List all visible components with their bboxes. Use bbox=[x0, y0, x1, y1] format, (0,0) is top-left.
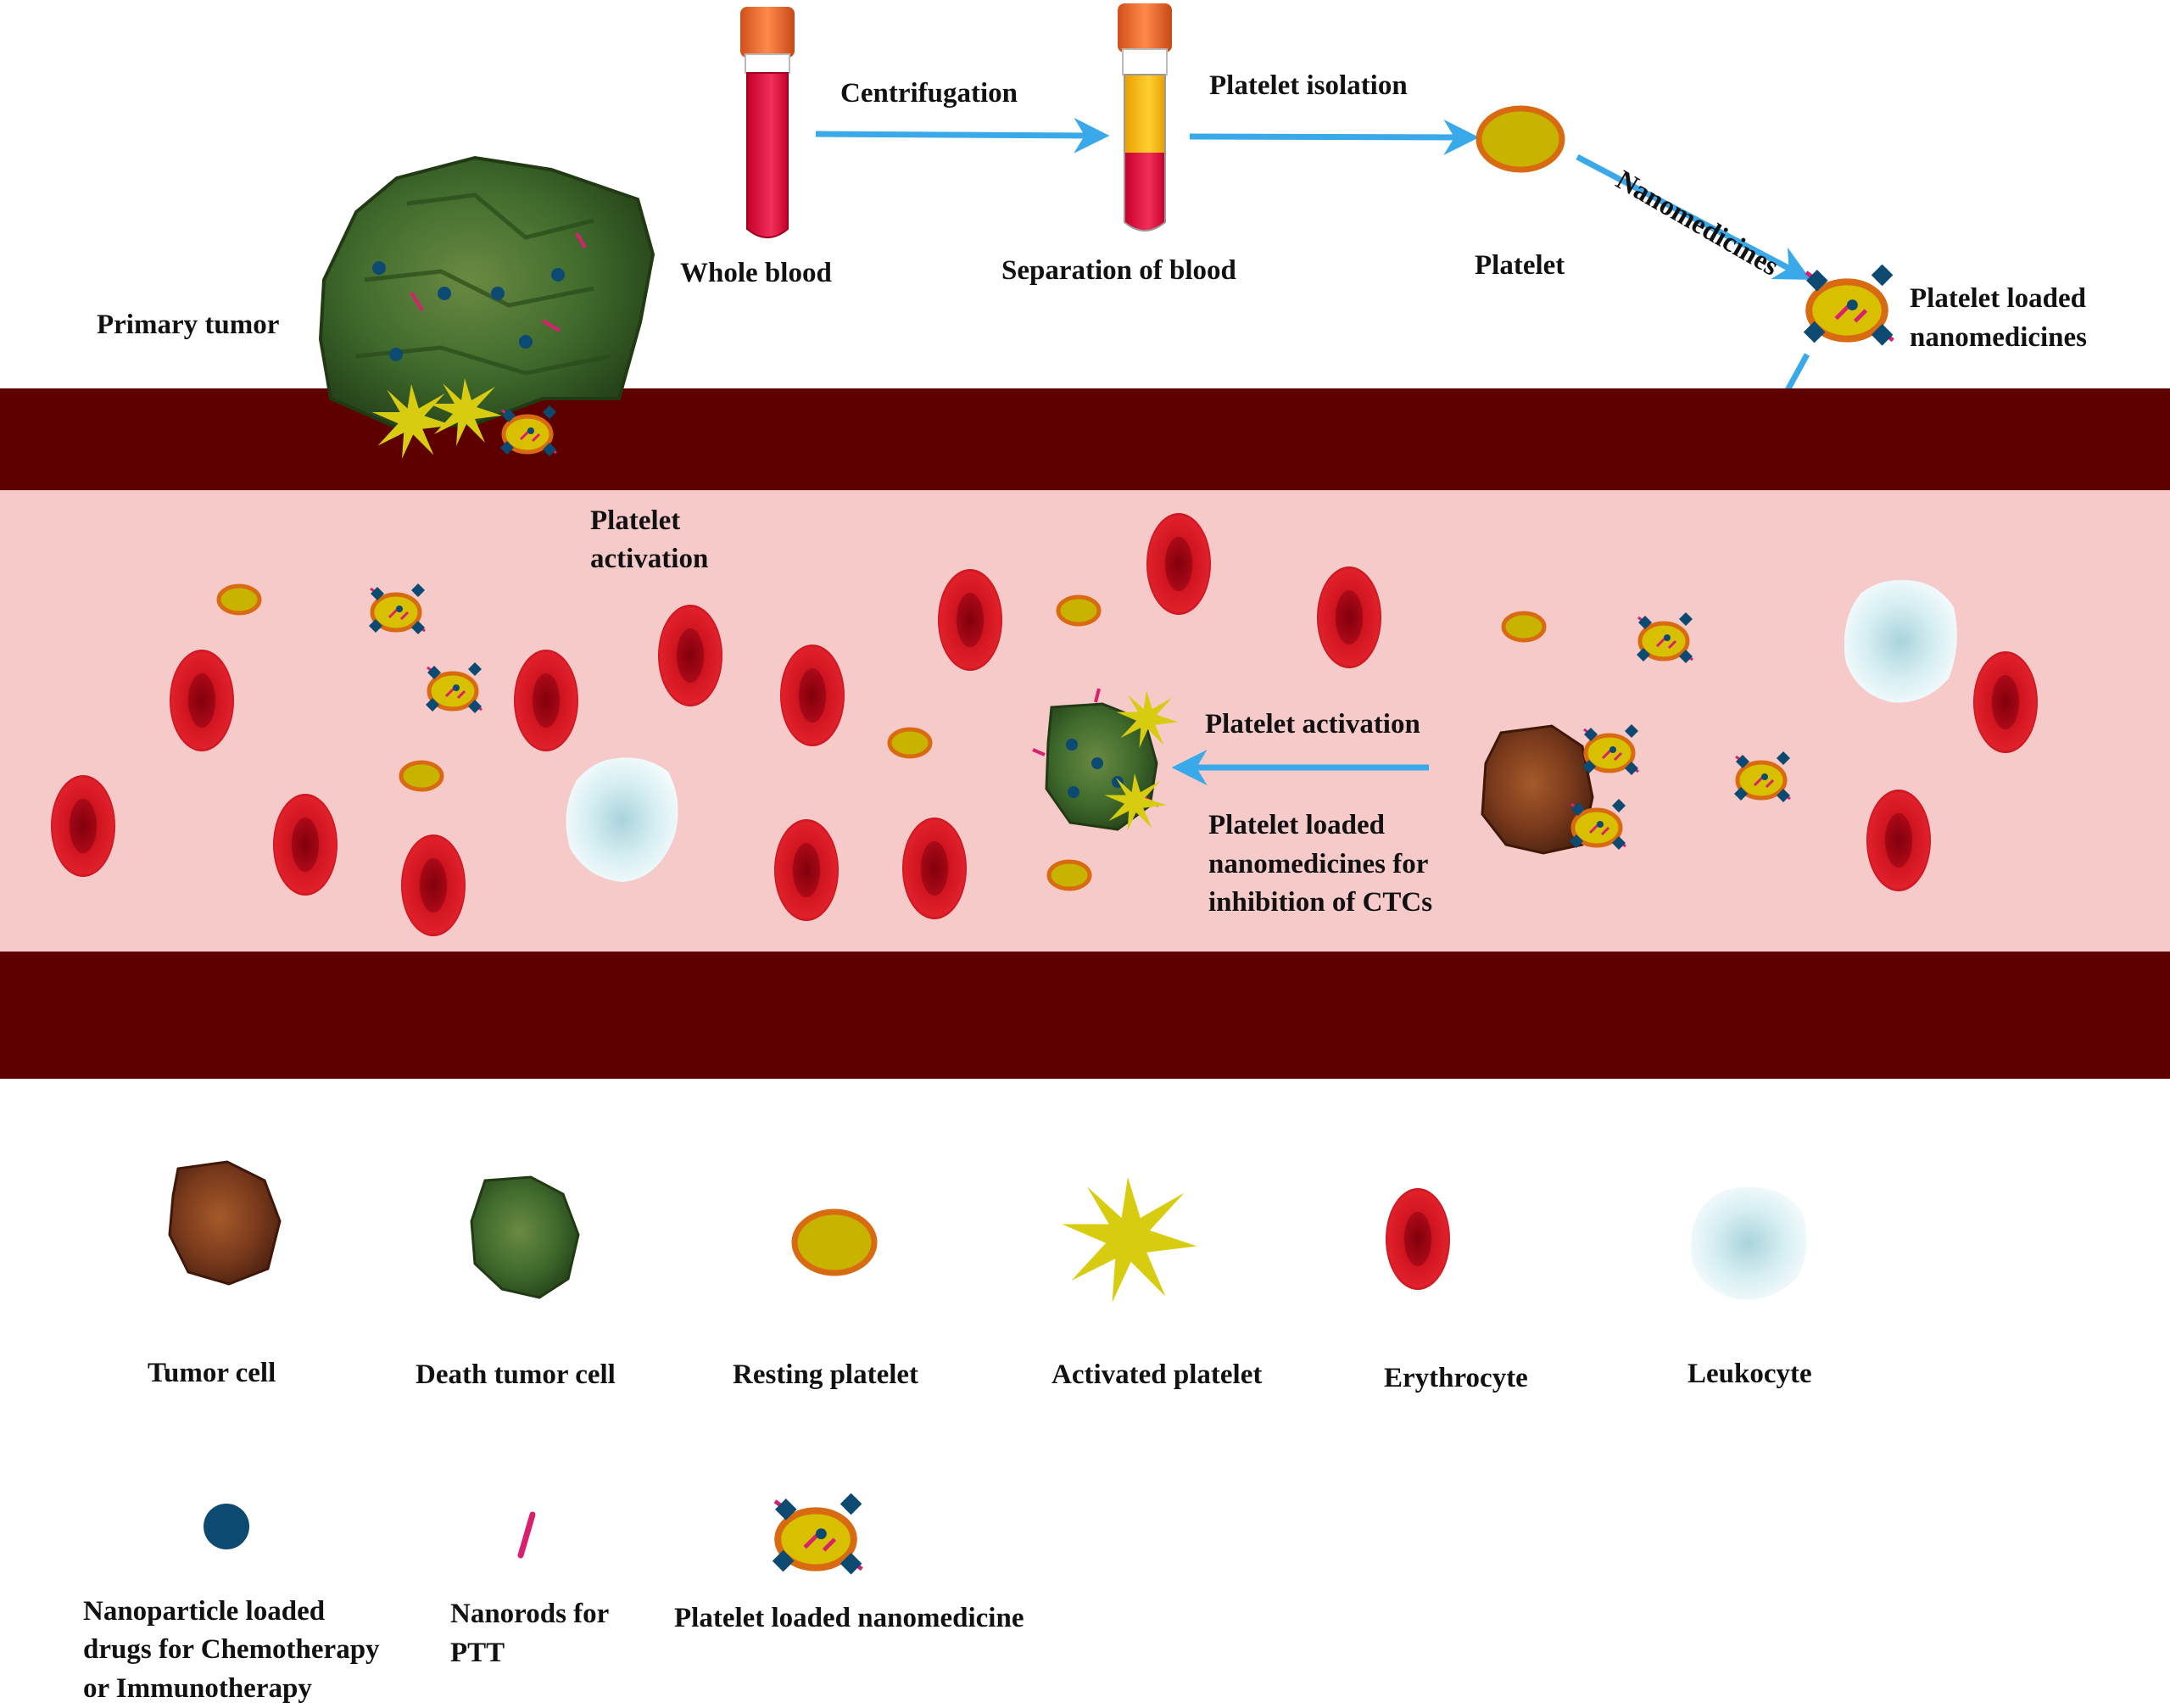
legend-resting-platelet-label: Resting platelet bbox=[733, 1359, 919, 1390]
resting-platelet bbox=[219, 586, 259, 613]
legend-leukocyte-icon bbox=[1691, 1186, 1807, 1300]
label-inhibition-1: Platelet loaded bbox=[1208, 810, 1386, 840]
erythrocyte bbox=[1317, 567, 1381, 668]
legend-nanoparticle-label-3: or Immunotherapy bbox=[83, 1673, 312, 1704]
vessel-wall-top bbox=[0, 388, 2170, 490]
erythrocyte bbox=[514, 650, 578, 751]
legend-nanorod-icon bbox=[517, 1511, 536, 1559]
whole-blood-tube bbox=[740, 7, 795, 238]
legend-activated-platelet-icon bbox=[1062, 1177, 1197, 1303]
label-inhibition-3: inhibition of CTCs bbox=[1208, 887, 1433, 918]
label-centrifugation: Centrifugation bbox=[840, 78, 1018, 109]
legend-nanoparticle-label-2: drugs for Chemotherapy bbox=[83, 1634, 380, 1665]
legend-resting-platelet-icon bbox=[791, 1208, 878, 1276]
legend-death-tumor-cell-label: Death tumor cell bbox=[416, 1359, 616, 1390]
legend-activated-platelet-label: Activated platelet bbox=[1052, 1359, 1263, 1390]
erythrocyte bbox=[780, 645, 845, 746]
resting-platelet bbox=[1058, 597, 1099, 624]
legend-leukocyte-label: Leukocyte bbox=[1687, 1359, 1812, 1389]
arrow-nanomedicines bbox=[1576, 153, 1811, 280]
erythrocyte bbox=[774, 819, 839, 921]
resting-platelet bbox=[401, 762, 442, 790]
platelet-loaded-nanomedicine-top bbox=[1804, 265, 1894, 346]
label-platelet-loaded-top-2: nanomedicines bbox=[1910, 322, 2088, 353]
legend-nanoparticle-label-1: Nanoparticle loaded bbox=[83, 1596, 326, 1627]
label-platelet-isolation: Platelet isolation bbox=[1209, 70, 1408, 101]
label-platelet-loaded-top-1: Platelet loaded bbox=[1910, 283, 2087, 314]
arrow-centrifugation bbox=[815, 117, 1110, 153]
resting-platelet bbox=[1503, 613, 1544, 640]
legend-tumor-cell-label: Tumor cell bbox=[148, 1358, 276, 1388]
legend-nanorods-label-2: PTT bbox=[450, 1638, 505, 1668]
label-platelet: Platelet bbox=[1475, 250, 1565, 281]
legend-nanorods-label-1: Nanorods for bbox=[450, 1599, 610, 1629]
legend-nanoparticle-icon bbox=[204, 1504, 249, 1549]
legend-erythrocyte-icon bbox=[1386, 1188, 1450, 1290]
label-whole-blood: Whole blood bbox=[680, 258, 832, 288]
erythrocyte bbox=[1146, 513, 1211, 615]
legend-platelet-loaded-nanomedicine-label: Platelet loaded nanomedicine bbox=[674, 1603, 1024, 1633]
label-platelet-activation-left-2: activation bbox=[590, 544, 709, 574]
erythrocyte bbox=[902, 818, 967, 919]
erythrocyte bbox=[51, 775, 115, 877]
separated-blood-tube bbox=[1118, 3, 1172, 232]
erythrocyte bbox=[1973, 651, 2038, 753]
resting-platelet bbox=[1049, 862, 1090, 889]
legend-platelet-loaded-nanomedicine-icon bbox=[773, 1493, 862, 1575]
label-separation-of-blood: Separation of blood bbox=[1001, 255, 1236, 286]
label-primary-tumor: Primary tumor bbox=[97, 310, 280, 340]
leukocyte bbox=[566, 757, 678, 882]
erythrocyte bbox=[658, 605, 722, 706]
erythrocyte bbox=[401, 834, 466, 936]
isolated-platelet bbox=[1475, 105, 1565, 173]
erythrocyte bbox=[938, 569, 1002, 671]
resting-platelet bbox=[890, 729, 930, 756]
primary-tumor bbox=[318, 155, 655, 431]
tumor-cell-ctc bbox=[1481, 724, 1594, 855]
label-platelet-activation-center: Platelet activation bbox=[1205, 709, 1420, 740]
leukocyte bbox=[1844, 579, 1957, 703]
label-inhibition-2: nanomedicines for bbox=[1208, 849, 1429, 879]
label-platelet-activation-left-1: Platelet bbox=[590, 505, 681, 536]
erythrocyte bbox=[170, 650, 234, 751]
erythrocyte bbox=[273, 794, 337, 896]
legend-tumor-cell-icon bbox=[168, 1160, 282, 1286]
vessel-wall-bottom bbox=[0, 952, 2170, 1079]
legend-erythrocyte-label: Erythrocyte bbox=[1384, 1363, 1528, 1393]
legend-death-tumor-cell-icon bbox=[470, 1175, 580, 1299]
erythrocyte bbox=[1866, 790, 1931, 891]
